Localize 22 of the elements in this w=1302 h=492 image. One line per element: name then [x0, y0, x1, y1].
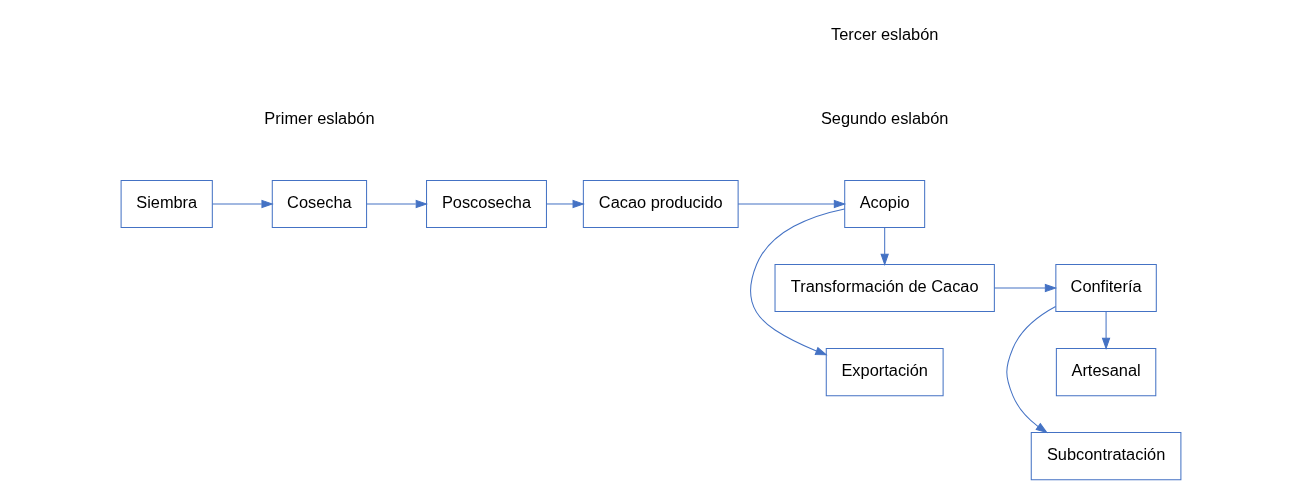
arrow [366, 199, 428, 209]
label: Primer eslabón [264, 108, 375, 127]
label: Tercer eslabón [830, 24, 939, 43]
node-box: Acopio [844, 179, 926, 229]
node-box: Subcontratación [1030, 432, 1182, 481]
arrow [880, 227, 889, 266]
arrow [546, 199, 585, 209]
arrow [1006, 306, 1057, 434]
node-box: Cacao producido [582, 179, 739, 229]
arrow [993, 283, 1058, 293]
label: Segundo eslabón [820, 108, 949, 127]
arrow [212, 199, 274, 209]
node-box: Cosecha [271, 179, 368, 229]
node-box: Confitería [1055, 263, 1157, 313]
arrow [750, 208, 846, 356]
arrow [737, 199, 847, 209]
node-box: Transformación de Cacao [774, 263, 995, 313]
arrow [1101, 311, 1111, 350]
node-box: Poscosecha [426, 179, 547, 229]
node-box: Exportación [825, 348, 944, 397]
node-box: Artesanal [1055, 348, 1157, 397]
node-box: Siembra [120, 179, 213, 229]
